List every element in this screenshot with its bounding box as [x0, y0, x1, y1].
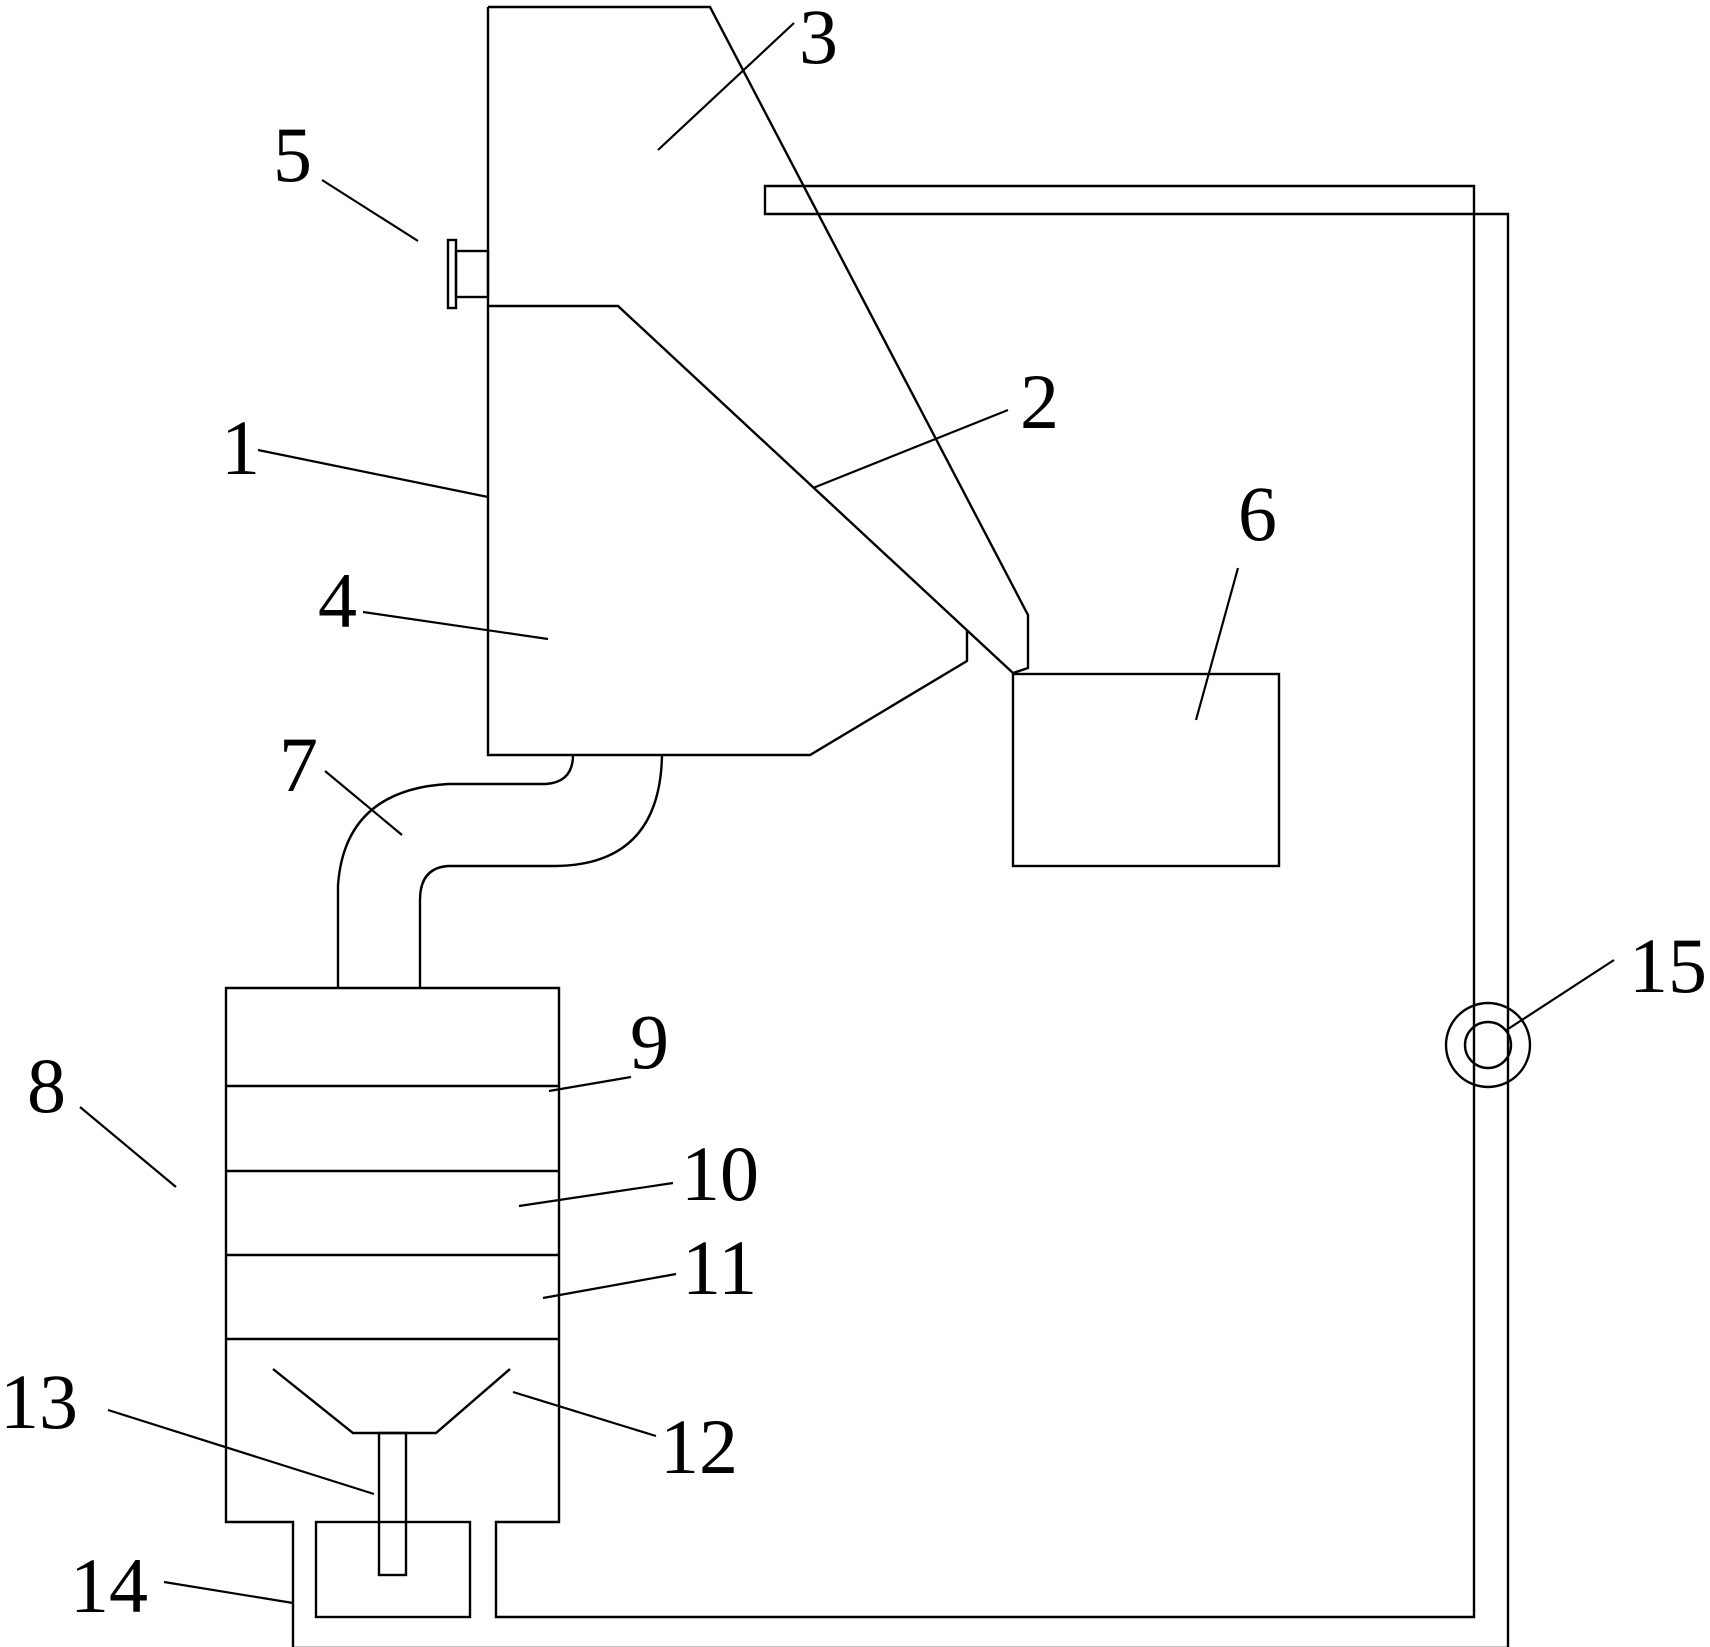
side-port-stub — [454, 249, 490, 299]
leader-11 — [542, 1272, 677, 1300]
pump-inner-ring — [1463, 1020, 1513, 1070]
label-11: 11 — [682, 1224, 757, 1311]
label-5: 5 — [273, 111, 312, 198]
collection-box-shape — [1011, 672, 1281, 868]
leader-4 — [362, 610, 549, 641]
label-14: 14 — [70, 1542, 148, 1629]
drain-tube-shape — [377, 1431, 408, 1577]
tank-outline — [224, 184, 1510, 1647]
body-outline — [486, 5, 1030, 757]
label-3: 3 — [799, 0, 838, 80]
label-1: 1 — [221, 404, 260, 491]
leader-1 — [257, 448, 489, 499]
label-4: 4 — [318, 557, 357, 644]
leader-10 — [518, 1181, 674, 1208]
label-12: 12 — [660, 1403, 738, 1490]
main-body — [486, 5, 1030, 757]
bent-pipe-outer — [336, 754, 575, 988]
leader-9 — [548, 1075, 632, 1093]
pump-outer-ring — [1444, 1001, 1532, 1089]
leader-7 — [324, 770, 403, 836]
leader-2 — [812, 408, 1009, 490]
leader-6 — [1194, 567, 1240, 721]
label-15: 15 — [1629, 922, 1707, 1009]
label-13: 13 — [0, 1358, 78, 1445]
label-6: 6 — [1238, 470, 1277, 557]
leader-lines — [79, 22, 1615, 1605]
bent-pipe-inner — [418, 754, 664, 988]
label-7: 7 — [279, 721, 318, 808]
sump-shape — [314, 1520, 472, 1619]
leader-14 — [163, 1580, 294, 1605]
filter-tank-shape — [224, 184, 1510, 1647]
pump-shape — [1444, 1001, 1532, 1089]
label-9: 9 — [630, 998, 669, 1085]
inclined-plate-line — [488, 304, 1014, 674]
label-2: 2 — [1020, 358, 1059, 445]
label-10: 10 — [681, 1130, 759, 1217]
leader-5 — [321, 179, 419, 242]
funnel-shape — [272, 1368, 511, 1435]
bent-pipe-shape — [336, 754, 664, 988]
leader-15 — [1504, 959, 1615, 1032]
leader-3 — [657, 22, 795, 151]
side-port-fitting — [446, 238, 490, 310]
leader-13 — [107, 1408, 375, 1496]
leader-12 — [512, 1390, 657, 1438]
side-port-flange — [446, 238, 458, 310]
leader-8 — [79, 1106, 177, 1188]
label-8: 8 — [27, 1042, 66, 1129]
